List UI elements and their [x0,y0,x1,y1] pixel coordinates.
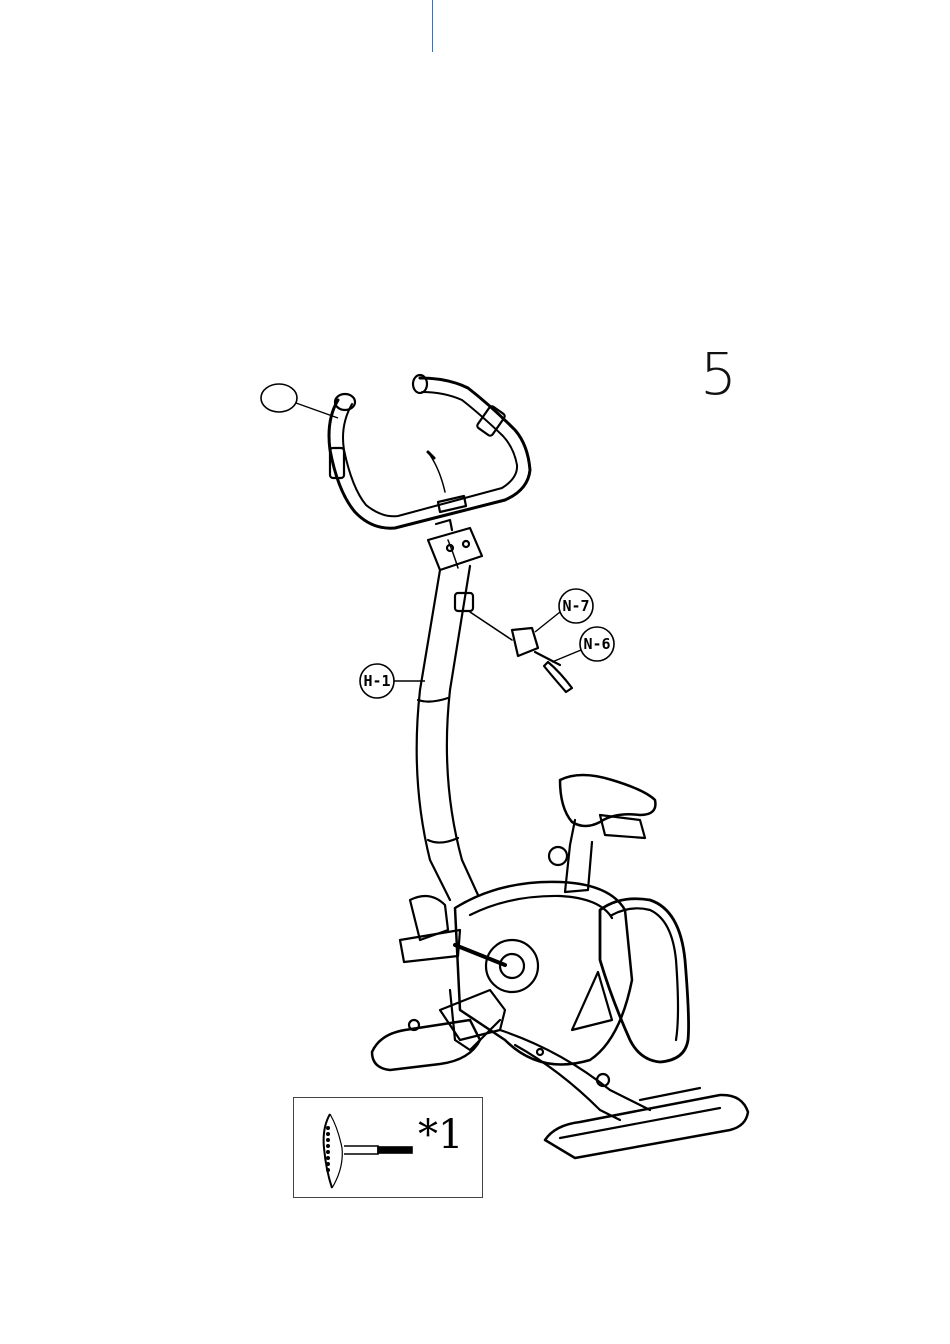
tension-parts [455,593,572,692]
inset-quantity: *1 [418,1112,463,1158]
callout-h1-label: H-1 [363,672,390,690]
leader-n7 [535,612,560,632]
callout-n6-label: N-6 [583,635,610,653]
rear-stabilizer [545,1088,748,1158]
leader-n6 [552,650,581,662]
seat-assembly [549,775,655,892]
rear-cover [600,899,689,1062]
callout-n7-label: N-7 [562,597,589,615]
upright-post [417,520,482,900]
front-stabilizer [372,990,505,1070]
lower-boom [500,1030,650,1120]
screwdriver-icon [294,1098,414,1197]
hardware-inset: *1 [293,1097,483,1198]
callout-blank-circle [261,384,297,412]
handlebar [329,375,530,528]
